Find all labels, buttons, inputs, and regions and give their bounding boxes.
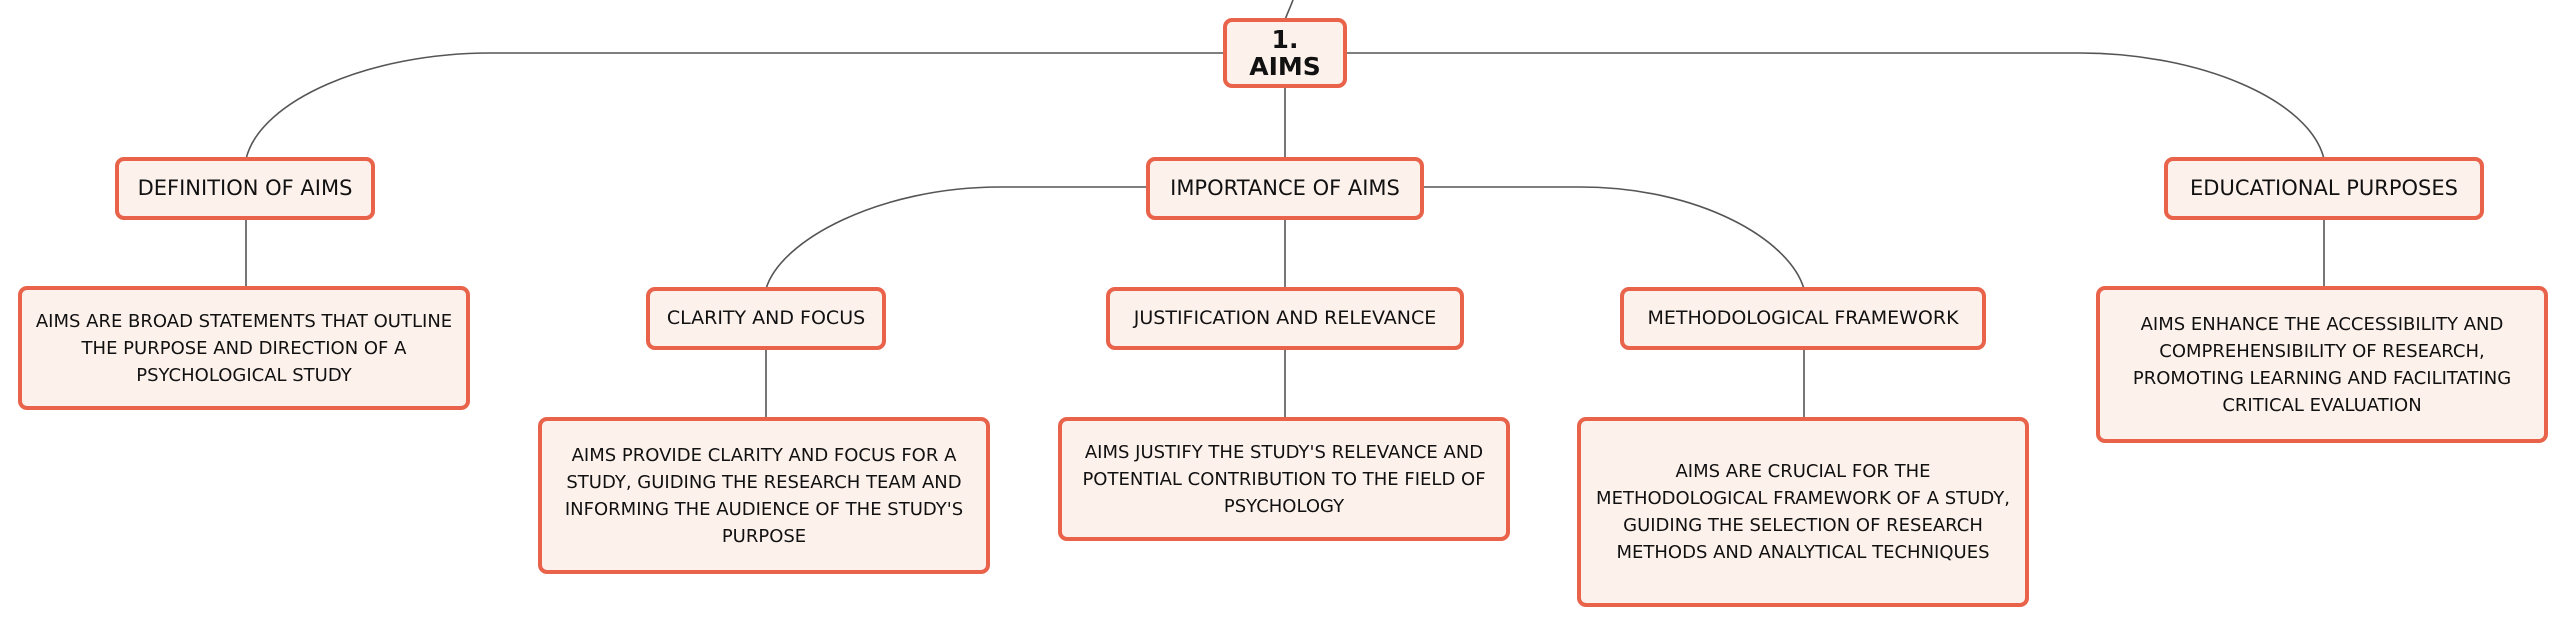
clarity-detail-node[interactable]: AIMS PROVIDE CLARITY AND FOCUS FOR A STU…	[538, 417, 990, 574]
clarity-detail-text: AIMS PROVIDE CLARITY AND FOCUS FOR A STU…	[564, 444, 964, 547]
connector-importance-to-methodological	[1422, 186, 1805, 290]
connector-parent-to-root	[1284, 0, 1294, 21]
definition-of-aims-node[interactable]: DEFINITION OF AIMS	[115, 157, 375, 220]
definition-detail-text: AIMS ARE BROAD STATEMENTS THAT OUTLINE T…	[35, 310, 453, 386]
justification-and-relevance-label: JUSTIFICATION AND RELEVANCE	[1133, 307, 1437, 329]
educational-purposes-label: EDUCATIONAL PURPOSES	[2190, 176, 2458, 200]
methodological-framework-node[interactable]: METHODOLOGICAL FRAMEWORK	[1620, 287, 1986, 350]
methodological-framework-label: METHODOLOGICAL FRAMEWORK	[1647, 307, 1959, 329]
connector-root-to-definition	[245, 52, 1223, 160]
justification-detail-node[interactable]: AIMS JUSTIFY THE STUDY'S RELEVANCE AND P…	[1058, 417, 1510, 541]
importance-of-aims-label: IMPORTANCE OF AIMS	[1170, 176, 1400, 200]
clarity-and-focus-label: CLARITY AND FOCUS	[666, 307, 866, 329]
importance-of-aims-node[interactable]: IMPORTANCE OF AIMS	[1146, 157, 1424, 220]
educational-purposes-node[interactable]: EDUCATIONAL PURPOSES	[2164, 157, 2484, 220]
connector-root-to-educational	[1345, 52, 2325, 160]
educational-detail-node[interactable]: AIMS ENHANCE THE ACCESSIBILITY AND COMPR…	[2096, 286, 2548, 443]
justification-detail-text: AIMS JUSTIFY THE STUDY'S RELEVANCE AND P…	[1082, 441, 1486, 517]
root-label: 1. AIMS	[1249, 25, 1321, 81]
connector-importance-to-clarity	[765, 186, 1148, 290]
methodological-detail-node[interactable]: AIMS ARE CRUCIAL FOR THE METHODOLOGICAL …	[1577, 417, 2029, 607]
justification-and-relevance-node[interactable]: JUSTIFICATION AND RELEVANCE	[1106, 287, 1464, 350]
clarity-and-focus-node[interactable]: CLARITY AND FOCUS	[646, 287, 886, 350]
methodological-detail-text: AIMS ARE CRUCIAL FOR THE METHODOLOGICAL …	[1596, 461, 2010, 563]
educational-detail-text: AIMS ENHANCE THE ACCESSIBILITY AND COMPR…	[2132, 313, 2512, 416]
definition-detail-node[interactable]: AIMS ARE BROAD STATEMENTS THAT OUTLINE T…	[18, 286, 470, 410]
root-node[interactable]: 1. AIMS	[1223, 18, 1347, 88]
definition-of-aims-label: DEFINITION OF AIMS	[137, 176, 353, 200]
